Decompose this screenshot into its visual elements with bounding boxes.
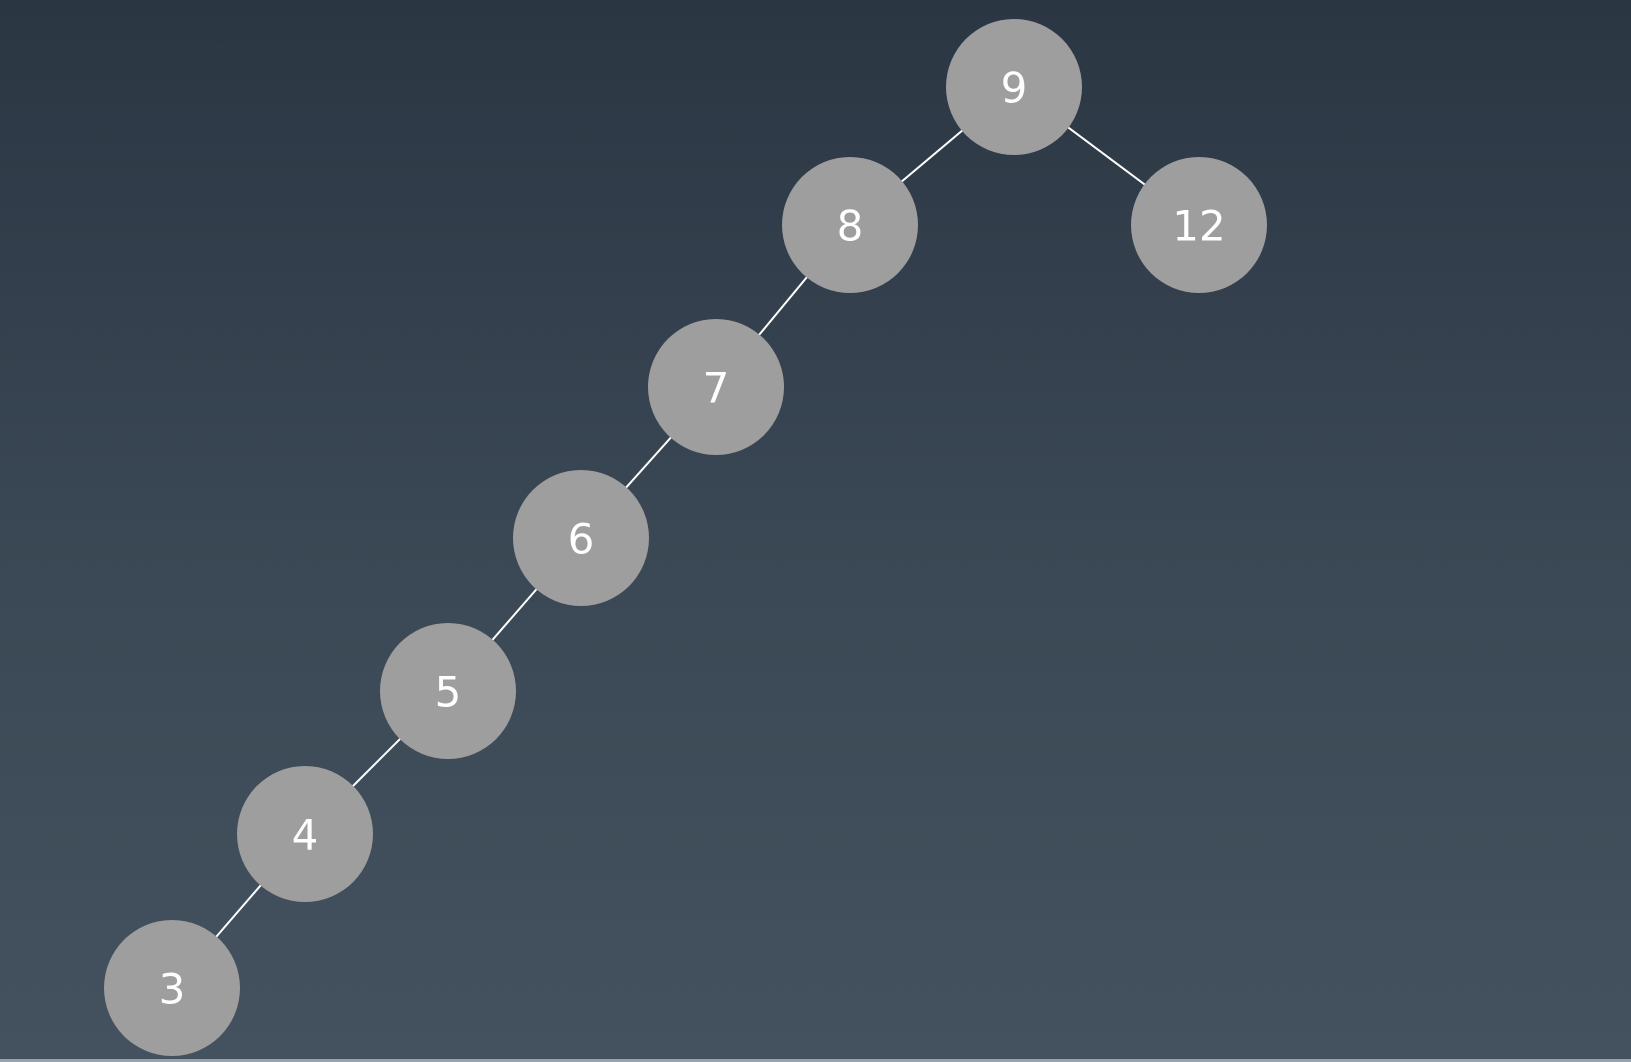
bottom-border	[0, 1059, 1631, 1062]
node-label: 3	[159, 965, 186, 1014]
node-label: 4	[292, 811, 319, 860]
tree-node-8: 8	[782, 157, 918, 293]
node-label: 12	[1172, 202, 1225, 251]
node-circle	[104, 920, 240, 1056]
node-circle	[380, 623, 516, 759]
tree-node-3: 3	[104, 920, 240, 1056]
node-label: 8	[837, 202, 864, 251]
tree-node-7: 7	[648, 319, 784, 455]
tree-node-6: 6	[513, 470, 649, 606]
nodes-layer: 9 8 12 7 6 5 4 3	[104, 19, 1267, 1056]
tree-node-9: 9	[946, 19, 1082, 155]
node-label: 6	[568, 515, 595, 564]
node-label: 9	[1001, 64, 1028, 113]
node-label: 5	[435, 668, 462, 717]
node-circle	[946, 19, 1082, 155]
node-circle	[648, 319, 784, 455]
node-circle	[237, 766, 373, 902]
node-circle	[513, 470, 649, 606]
tree-node-12: 12	[1131, 157, 1267, 293]
tree-node-5: 5	[380, 623, 516, 759]
node-label: 7	[703, 364, 730, 413]
tree-node-4: 4	[237, 766, 373, 902]
node-circle	[1131, 157, 1267, 293]
node-circle	[782, 157, 918, 293]
